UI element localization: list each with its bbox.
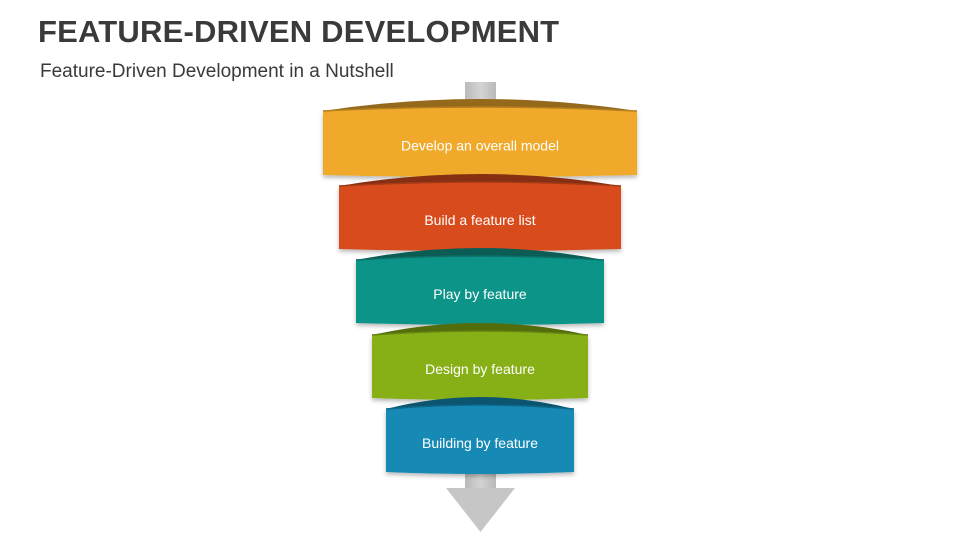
step-band-edge [322, 106, 638, 112]
step-band-edge [371, 330, 589, 336]
funnel-step-3: Play by feature [355, 248, 605, 325]
step-label: Build a feature list [424, 212, 535, 228]
funnel-step-5: Building by feature [385, 397, 575, 474]
funnel-step-2: Build a feature list [338, 174, 622, 251]
funnel-step-4: Design by feature [371, 323, 589, 400]
step-band [386, 405, 574, 474]
slide-title: FEATURE-DRIVEN DEVELOPMENT [38, 14, 560, 49]
step-label: Building by feature [422, 435, 538, 451]
step-label: Develop an overall model [401, 138, 559, 154]
step-band-edge [355, 255, 605, 261]
step-band [339, 182, 621, 251]
step-label: Play by feature [433, 286, 527, 302]
step-band-edge [338, 181, 622, 187]
funnel-step-1: Develop an overall model [322, 99, 638, 177]
step-band [356, 256, 604, 325]
slide-subtitle: Feature-Driven Development in a Nutshell [40, 61, 394, 82]
step-label: Design by feature [425, 361, 535, 377]
step-band [323, 107, 637, 177]
arrow-head [446, 488, 515, 532]
step-band-edge [385, 404, 575, 410]
step-band [372, 331, 588, 400]
